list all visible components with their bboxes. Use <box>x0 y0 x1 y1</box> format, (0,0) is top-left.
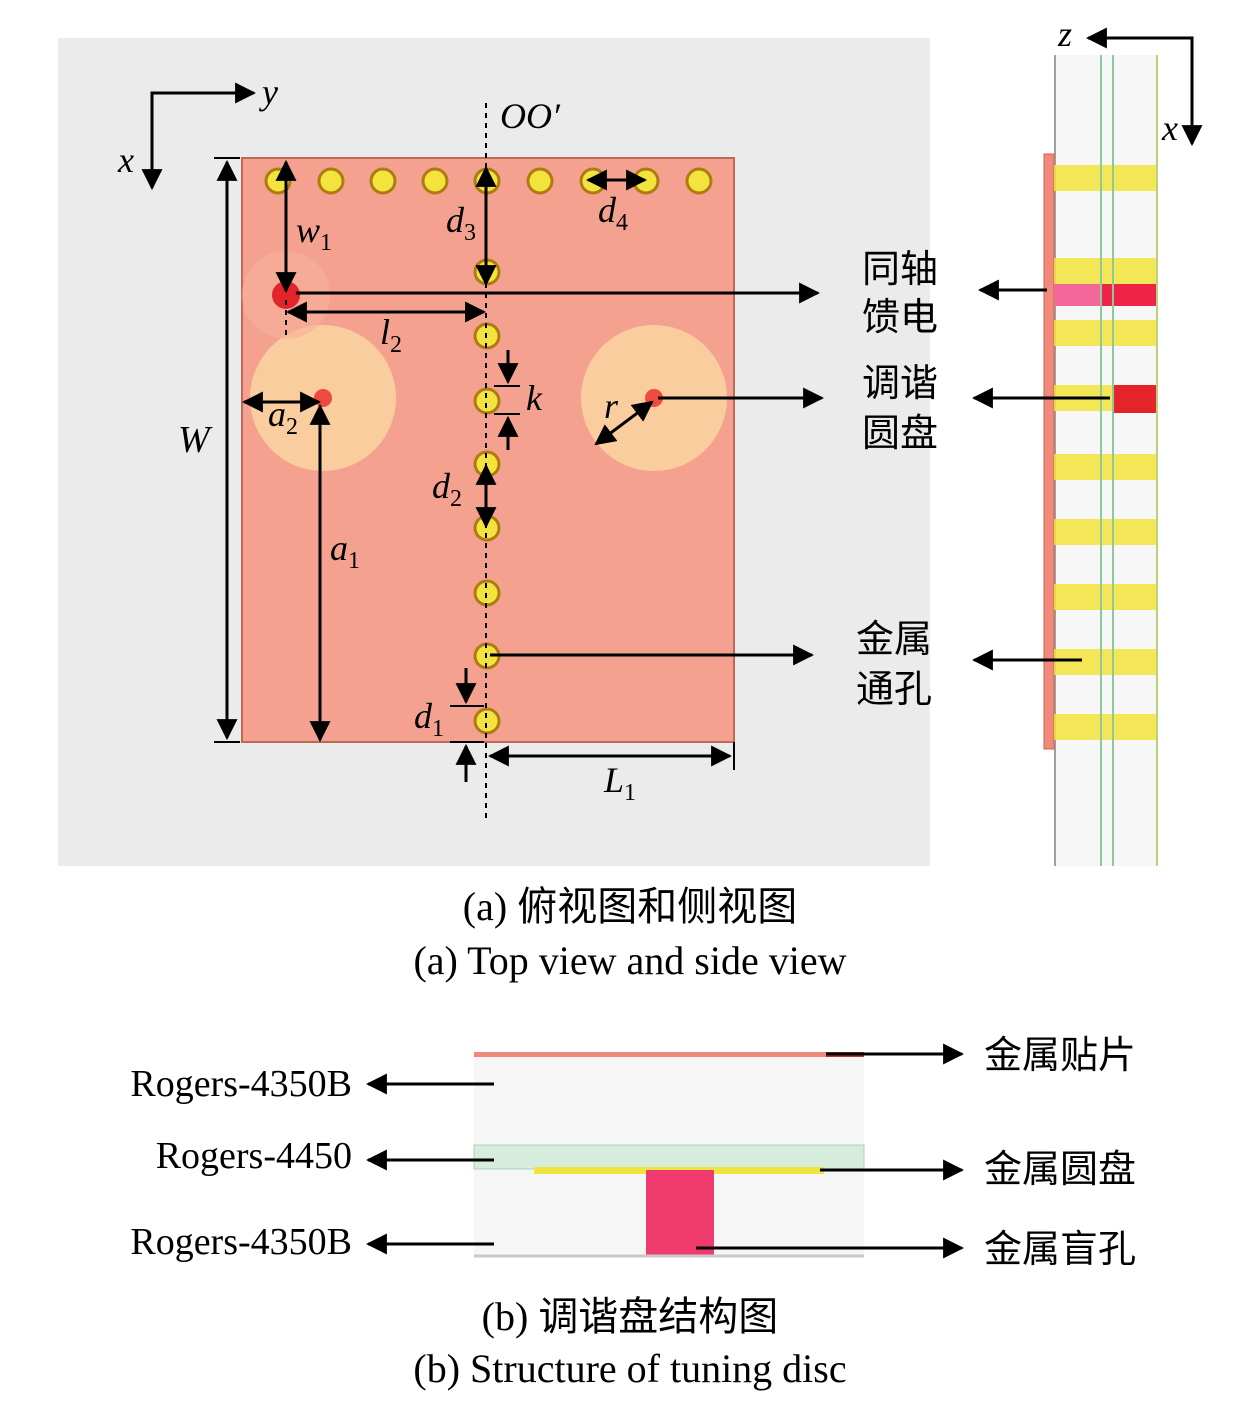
via-column-center <box>473 258 501 735</box>
stackup-4450-layer <box>473 1144 865 1170</box>
metal-disc-label: 金属圆盘 <box>984 1149 1136 1191</box>
blind-via-label: 金属盲孔 <box>984 1229 1136 1271</box>
dim-d1: d1 <box>414 668 484 782</box>
side-via-bar-3 <box>1054 320 1158 346</box>
dim-w1: w1 <box>275 159 332 338</box>
stackup-diagram: Rogers-4350B Rogers-4450 Rogers-4350B 金属… <box>130 1035 1136 1271</box>
caption-b-english: (b) Structure of tuning disc <box>413 1346 847 1391</box>
dim-W: W <box>178 157 240 743</box>
dim-d2: d2 <box>432 463 497 529</box>
dim-a2: a2 <box>241 391 322 440</box>
side-axis-z-label: z <box>1057 14 1072 54</box>
side-feed-core <box>1102 284 1158 306</box>
label-d4: d4 <box>598 190 628 236</box>
side-via-bar-7 <box>1054 584 1158 610</box>
label-l2: l2 <box>380 312 402 358</box>
dim-k: k <box>494 350 543 450</box>
label-W: W <box>178 419 213 461</box>
via-top-6 <box>526 167 554 195</box>
via-top-3 <box>369 167 397 195</box>
dim-L1: L1 <box>487 742 735 806</box>
side-via-bar-5 <box>1054 454 1158 480</box>
side-disc-bar <box>1112 385 1158 413</box>
side-view: z x <box>971 14 1203 866</box>
side-via-bar-8 <box>1054 649 1158 675</box>
side-via-bar-9 <box>1054 714 1158 740</box>
label-d1: d1 <box>414 696 444 742</box>
label-k: k <box>526 378 543 418</box>
via-top-9 <box>685 167 713 195</box>
metal-patch-label: 金属贴片 <box>984 1035 1136 1077</box>
via-center-3 <box>473 387 501 415</box>
stackup-patch-layer <box>474 1052 864 1057</box>
via-center-8 <box>473 707 501 735</box>
label-a2: a2 <box>268 394 298 440</box>
side-axis-x-label: x <box>1161 108 1178 148</box>
label-d2: d2 <box>432 466 462 512</box>
side-view-patch <box>1043 153 1055 750</box>
dim-r: r <box>594 386 654 446</box>
via-top-2 <box>317 167 345 195</box>
label-a1: a1 <box>330 528 360 574</box>
side-via-bar-2 <box>1054 258 1158 284</box>
callout-disc-line1: 调谐 <box>862 363 938 405</box>
layer-label-3: Rogers-4350B <box>130 1221 352 1263</box>
side-via-bar-1 <box>1054 165 1158 191</box>
caption-a-chinese: (a) 俯视图和侧视图 <box>462 884 798 929</box>
caption-b-chinese: (b) 调谐盘结构图 <box>481 1294 779 1339</box>
top-axes: y x <box>117 72 278 191</box>
axis-y-label: y <box>259 72 278 112</box>
layer-label-1: Rogers-4350B <box>130 1063 352 1105</box>
callout-via-line2: 通孔 <box>856 669 932 711</box>
callout-feed-line1: 同轴 <box>862 249 938 291</box>
dim-l2: l2 <box>285 301 487 358</box>
disc-via-left <box>314 389 332 407</box>
stackup-blind-via <box>646 1170 714 1256</box>
dim-a1: a1 <box>309 403 360 743</box>
label-w1: w1 <box>296 210 332 256</box>
via-top-4 <box>421 167 449 195</box>
label-r: r <box>604 386 619 426</box>
callout-feed-line2: 馈电 <box>862 297 938 339</box>
label-L1: L1 <box>603 760 636 806</box>
dim-d3: d3 <box>446 165 497 287</box>
side-via-bar-6 <box>1054 519 1158 545</box>
callout-disc-line2: 圆盘 <box>862 413 938 455</box>
caption-a-english: (a) Top view and side view <box>413 938 847 983</box>
label-d3: d3 <box>446 200 476 246</box>
layer-label-2: Rogers-4450 <box>156 1135 352 1177</box>
callout-via-line1: 金属 <box>856 619 932 661</box>
symmetry-axis-label: OO′ <box>500 96 561 136</box>
dim-d4: d4 <box>585 169 648 236</box>
axis-x-label: x <box>117 140 134 180</box>
